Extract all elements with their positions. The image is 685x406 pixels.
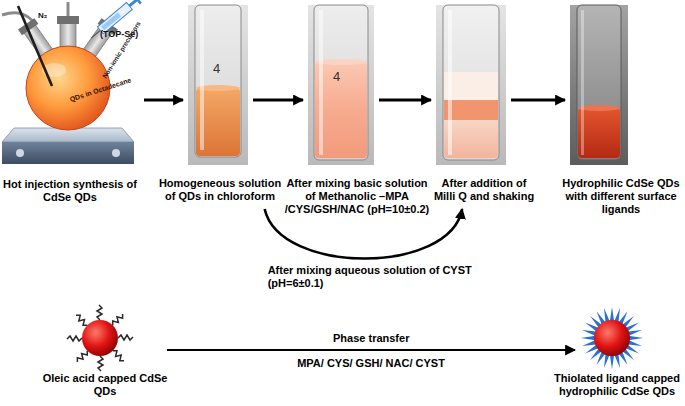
flow-arrow — [379, 98, 431, 101]
photo-frame — [570, 5, 628, 165]
stage-node: After mixing basic solution of Methanoli… — [284, 5, 430, 216]
oleic-capped-qd-part — [75, 313, 89, 327]
oleic-capped-qd-part — [98, 356, 103, 371]
stage-caption: Hot injection synthesis of CdSe QDs — [0, 178, 140, 204]
stage-caption: After mixing basic solution of Methanoli… — [284, 177, 430, 216]
vial-photo-part — [188, 5, 248, 165]
vial-photo-part — [319, 10, 323, 155]
vial-photo-part — [308, 5, 374, 165]
edge-label: Phase transfer — [333, 332, 409, 345]
photo-frame — [188, 5, 248, 165]
vial-photo-part — [444, 100, 498, 120]
thiol-capped-qd — [581, 307, 643, 369]
oleic-capped-qd — [67, 305, 133, 371]
stage-caption: After addition of Milli Q and shaking — [432, 177, 536, 203]
photo-frame — [580, 308, 642, 370]
vial-photo — [188, 5, 248, 165]
annotation-label: MPA/ CYS/ GSH/ NAC/ CYST — [297, 357, 445, 369]
vial-photo-part — [578, 105, 620, 111]
stage-caption: Oleic acid capped CdSe QDs — [40, 372, 170, 398]
oleic-capped-qd-part — [118, 335, 133, 340]
thiol-capped-qd-part — [594, 320, 630, 356]
stage-caption: Thiolated ligand capped hydrophilic CdSe… — [552, 372, 682, 398]
vial-photo-part — [581, 10, 584, 155]
annotation-label: N₂ — [38, 12, 47, 21]
oleic-capped-qd-part — [111, 349, 125, 363]
photo-frame — [60, 308, 162, 370]
vial-photo-part — [436, 5, 506, 165]
oleic-capped-qd-part — [111, 313, 125, 327]
stage-node: Thiolated ligand capped hydrophilic CdSe… — [552, 308, 682, 398]
oleic-capped-qd-part — [75, 349, 89, 363]
hot-injection-setup-part — [18, 6, 52, 86]
vial-photo-part — [444, 120, 498, 158]
hot-injection-setup-part — [57, 16, 79, 24]
photo-frame — [436, 5, 506, 165]
stage-node: After addition of Milli Q and shaking — [432, 5, 536, 203]
annotation-label: 4 — [213, 62, 220, 76]
hot-injection-setup-part — [2, 142, 134, 164]
flow-arrow — [253, 98, 303, 101]
flow-arrow — [167, 349, 575, 351]
edge-label: After mixing aqueous solution of CYST (p… — [268, 264, 483, 290]
stage-caption: Hydrophilic CdSe QDs with different surf… — [560, 177, 682, 216]
hot-injection-setup-part — [16, 149, 24, 157]
hot-injection-setup-part-part — [101, 12, 121, 30]
vial-photo-part — [570, 5, 628, 165]
vial-photo-part — [200, 10, 204, 150]
stage-node: Homogeneous solution of QDs in chlorofor… — [158, 5, 282, 203]
annotation-label: 4 — [333, 70, 340, 84]
flow-arrow — [265, 209, 463, 259]
oleic-capped-qd-part — [67, 336, 82, 341]
flow-arrow — [144, 98, 183, 101]
hot-injection-setup-part — [112, 149, 120, 157]
vial-photo-part — [577, 5, 621, 160]
hot-injection-setup-part — [67, 2, 70, 16]
photo-frame — [308, 5, 374, 165]
vial-photo — [308, 5, 374, 165]
hot-injection-setup-part-part — [128, 0, 138, 7]
vial-photo — [570, 5, 628, 165]
stage-node: Oleic acid capped CdSe QDs — [40, 308, 170, 398]
flow-arrow — [511, 98, 565, 101]
vial-photo — [436, 5, 506, 165]
vial-photo-part — [195, 5, 241, 157]
vial-photo-part — [578, 108, 620, 158]
vial-photo-part — [444, 72, 498, 100]
hot-injection-setup — [2, 0, 142, 164]
stage-node: Hydrophilic CdSe QDs with different surf… — [560, 5, 682, 216]
hot-injection-setup-part-part — [133, 0, 142, 4]
hot-injection-setup-part-part — [91, 30, 100, 38]
oleic-capped-qd-part — [97, 305, 102, 320]
vial-photo-part — [314, 5, 368, 160]
oleic-capped-qd-part — [82, 320, 118, 356]
stage-caption: Homogeneous solution of QDs in chlorofor… — [158, 177, 282, 203]
vial-photo-part — [448, 10, 452, 155]
vial-photo-part — [443, 5, 499, 160]
